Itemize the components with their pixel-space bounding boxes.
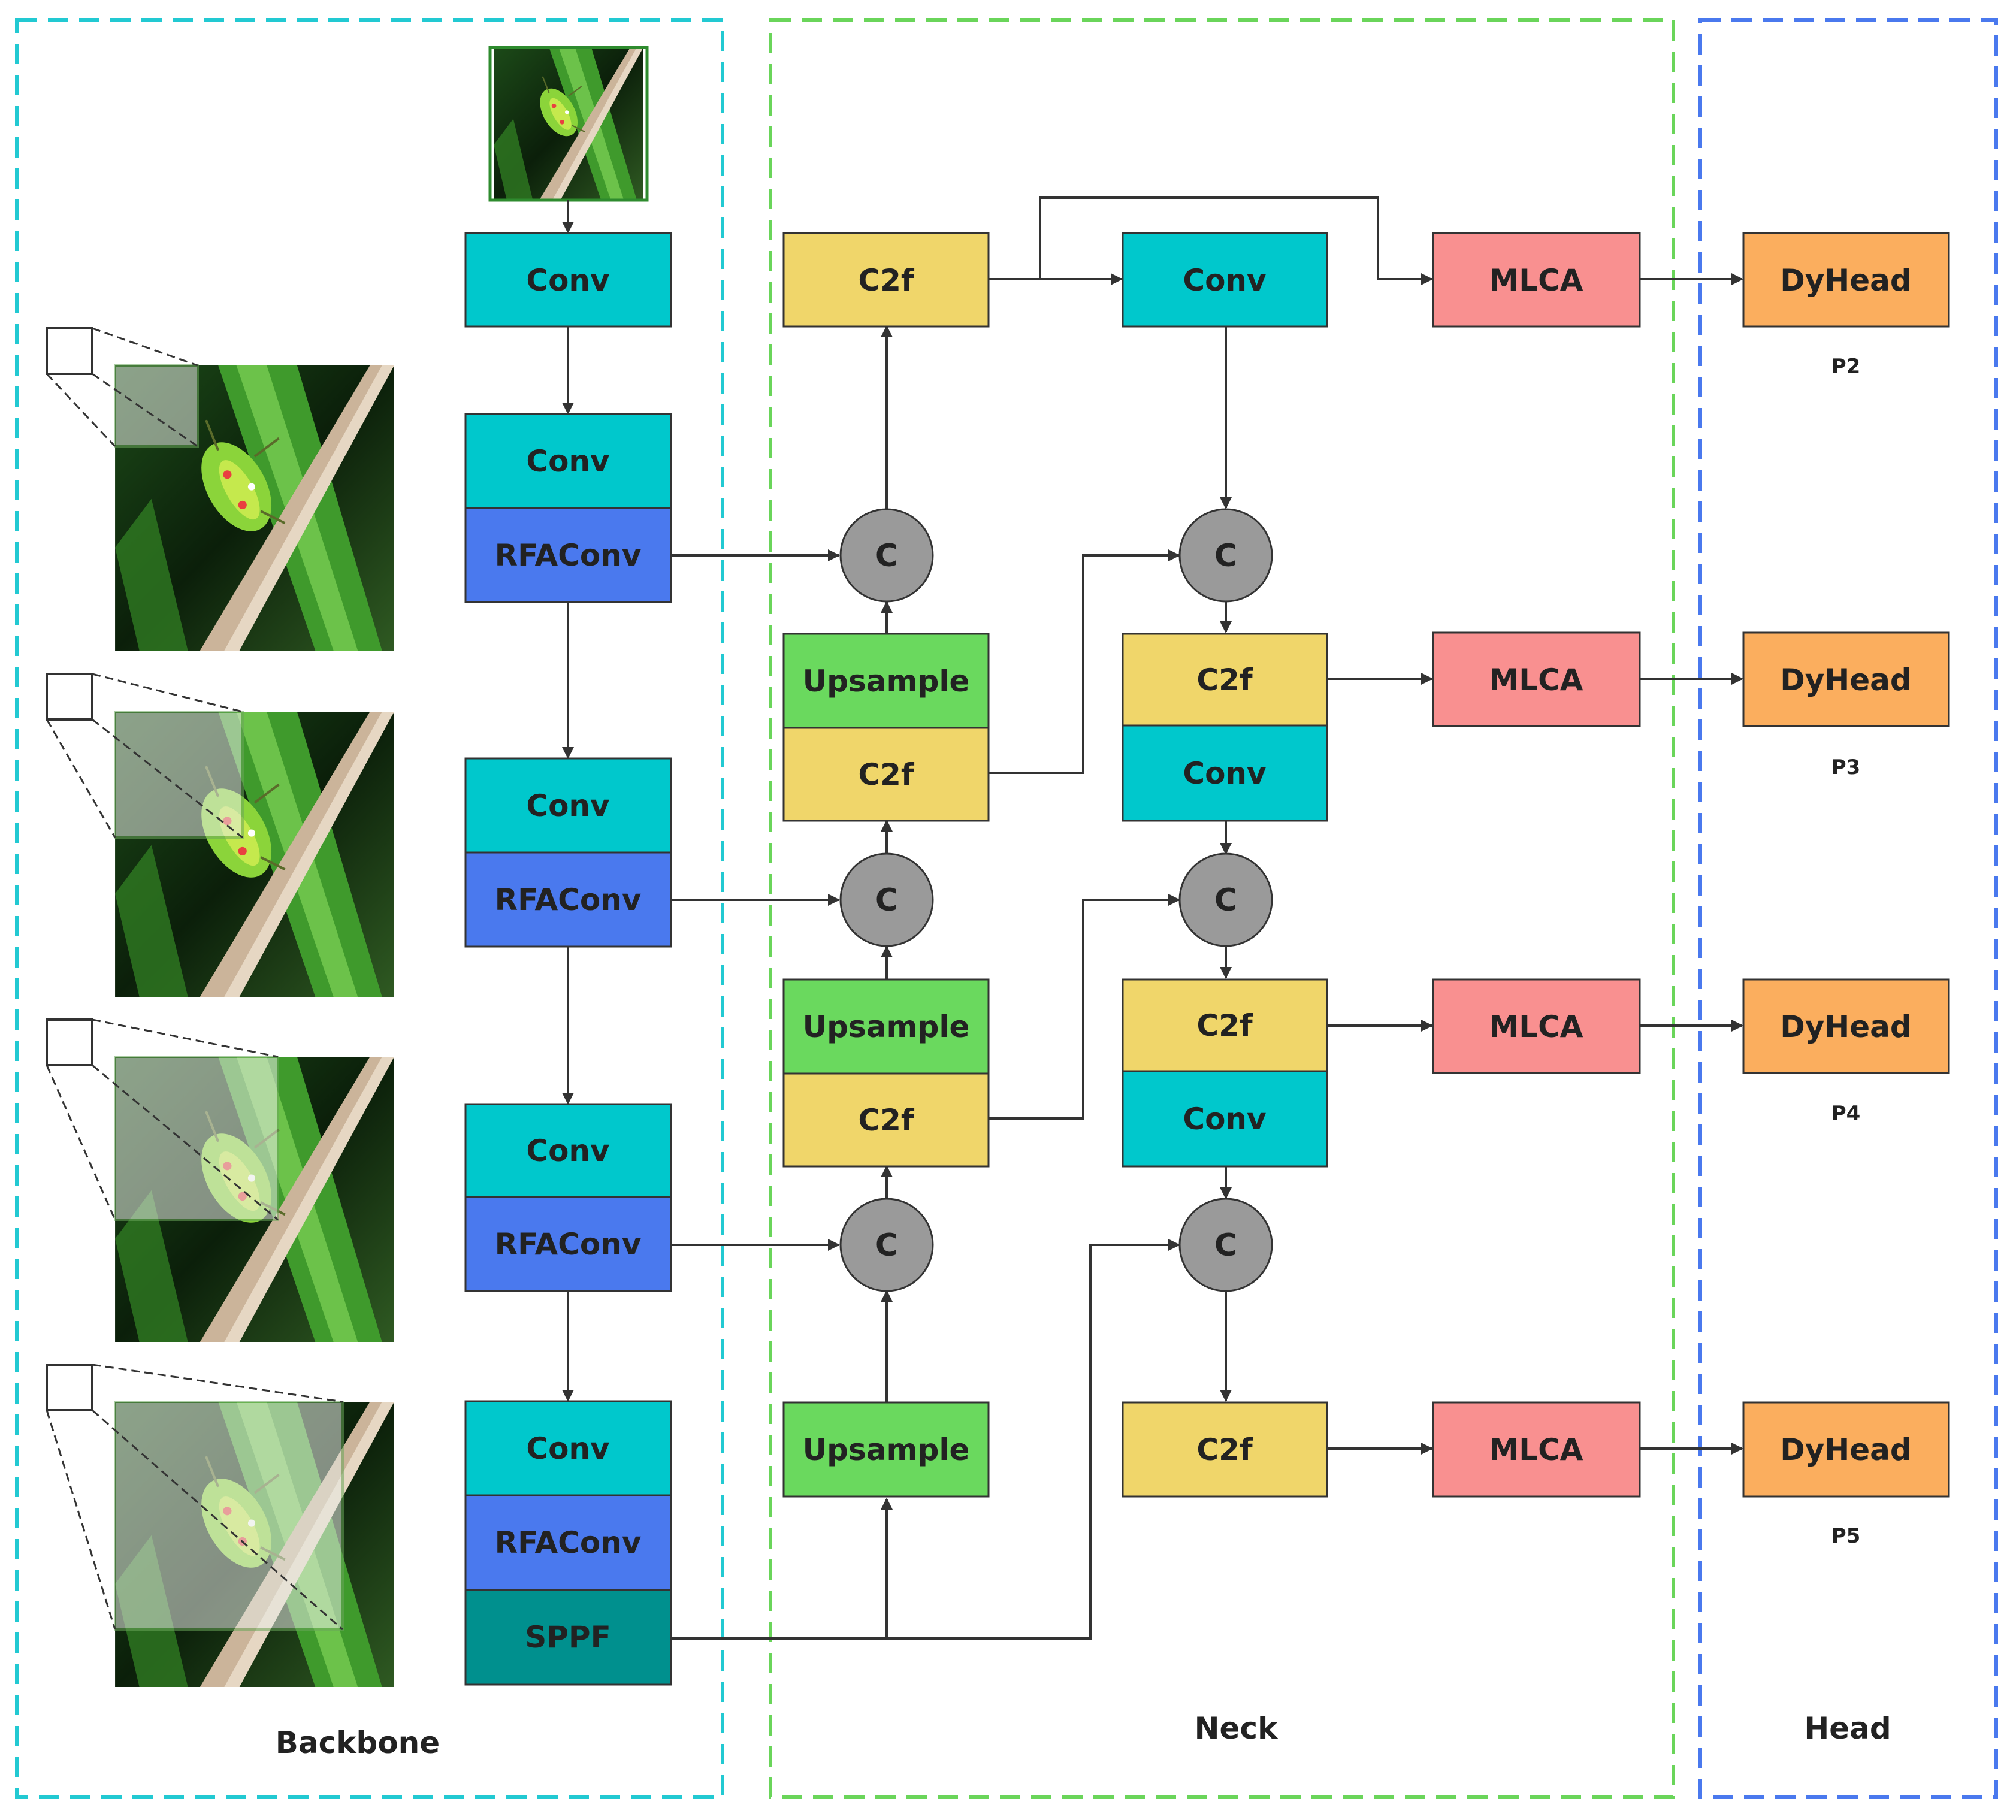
svg-text:Conv: Conv — [526, 263, 609, 298]
neck-upsample-3: Upsample — [782, 1401, 990, 1498]
svg-text:C: C — [875, 882, 898, 918]
p2-label: P2 — [1831, 355, 1861, 379]
svg-text:Upsample: Upsample — [803, 1009, 970, 1044]
backbone-rfaconv-2: RFAConv — [464, 507, 672, 603]
svg-text:RFAConv: RFAConv — [495, 1525, 642, 1560]
svg-text:DyHead: DyHead — [1780, 1009, 1911, 1044]
svg-text:C2f: C2f — [858, 263, 914, 298]
neck-c2f-top: C2f — [782, 232, 990, 328]
input-image — [488, 46, 649, 202]
backbone-rfaconv-3: RFAConv — [464, 851, 672, 948]
svg-text:Conv: Conv — [1183, 1102, 1266, 1136]
svg-text:DyHead: DyHead — [1780, 1432, 1911, 1467]
backbone-sppf: SPPF — [464, 1589, 672, 1686]
concat-right-1: C — [1178, 508, 1273, 603]
neck-conv-right-2: Conv — [1122, 1070, 1328, 1168]
backbone-conv-4: Conv — [464, 1103, 672, 1198]
mlca-4: MLCA — [1432, 1401, 1641, 1498]
neck-c2f-right-1: C2f — [1122, 633, 1328, 727]
svg-text:Upsample: Upsample — [803, 664, 970, 699]
svg-text:SPPF: SPPF — [525, 1620, 610, 1655]
backbone-label: Backbone — [276, 1725, 440, 1760]
receptive-field-1 — [46, 327, 394, 651]
dyhead-p3: DyHead — [1742, 631, 1950, 727]
neck-c2f-right-3: C2f — [1122, 1401, 1328, 1498]
backbone-rfaconv-4: RFAConv — [464, 1196, 672, 1292]
connectors — [562, 196, 1743, 1640]
neck-conv-right-1: Conv — [1122, 724, 1328, 822]
concat-right-3: C — [1178, 1198, 1273, 1292]
head-label: Head — [1804, 1711, 1891, 1746]
svg-text:DyHead: DyHead — [1780, 663, 1911, 697]
backbone-section — [15, 18, 724, 1799]
svg-text:C: C — [1214, 1228, 1237, 1263]
svg-text:Conv: Conv — [526, 788, 609, 823]
concat-left-2: C — [839, 852, 934, 947]
mlca-3: MLCA — [1432, 978, 1641, 1074]
receptive-field-3 — [46, 1018, 394, 1342]
svg-text:MLCA: MLCA — [1489, 1432, 1583, 1467]
backbone-conv-5: Conv — [464, 1400, 672, 1496]
backbone-conv-1: Conv — [464, 232, 672, 328]
head-section — [1698, 18, 1998, 1799]
svg-text:RFAConv: RFAConv — [495, 538, 642, 573]
neck-c2f-1: C2f — [782, 727, 990, 822]
svg-text:C: C — [1214, 538, 1237, 574]
svg-text:MLCA: MLCA — [1489, 263, 1583, 298]
svg-text:C2f: C2f — [1196, 1432, 1253, 1467]
svg-text:RFAConv: RFAConv — [495, 1227, 642, 1262]
neck-c2f-right-2: C2f — [1122, 978, 1328, 1072]
svg-text:Conv: Conv — [526, 1431, 609, 1466]
p5-label: P5 — [1831, 1524, 1861, 1548]
backbone-conv-2: Conv — [464, 413, 672, 509]
backbone-rfaconv-5: RFAConv — [464, 1494, 672, 1591]
mlca-2: MLCA — [1432, 631, 1641, 727]
dyhead-p5: DyHead — [1742, 1401, 1950, 1498]
dyhead-p2: DyHead — [1742, 232, 1950, 328]
neck-upsample-1: Upsample — [782, 633, 990, 729]
concat-left-3: C — [839, 1198, 934, 1292]
svg-text:Conv: Conv — [1183, 263, 1266, 298]
svg-text:C: C — [875, 1228, 898, 1263]
svg-text:Upsample: Upsample — [803, 1432, 970, 1467]
receptive-field-2 — [46, 673, 394, 997]
svg-text:DyHead: DyHead — [1780, 263, 1911, 298]
svg-text:Conv: Conv — [1183, 756, 1266, 791]
p4-label: P4 — [1831, 1102, 1861, 1126]
mlca-1: MLCA — [1432, 232, 1641, 328]
backbone-conv-3: Conv — [464, 757, 672, 854]
svg-text:MLCA: MLCA — [1489, 1009, 1583, 1044]
p3-label: P3 — [1831, 755, 1861, 779]
svg-text:C: C — [875, 538, 898, 574]
neck-upsample-2: Upsample — [782, 978, 990, 1075]
neck-c2f-2: C2f — [782, 1072, 990, 1168]
svg-text:C2f: C2f — [858, 1103, 914, 1138]
neck-conv-top: Conv — [1122, 232, 1328, 328]
svg-text:C: C — [1214, 882, 1237, 918]
concat-right-2: C — [1178, 852, 1273, 947]
svg-text:C2f: C2f — [1196, 663, 1253, 697]
svg-text:C2f: C2f — [858, 757, 914, 792]
receptive-field-4 — [46, 1364, 394, 1687]
dyhead-p4: DyHead — [1742, 978, 1950, 1074]
svg-text:RFAConv: RFAConv — [495, 882, 642, 917]
svg-text:C2f: C2f — [1196, 1008, 1253, 1043]
svg-text:Conv: Conv — [526, 1133, 609, 1168]
svg-text:Conv: Conv — [526, 444, 609, 479]
neck-label: Neck — [1195, 1711, 1278, 1746]
concat-left-1: C — [839, 508, 934, 603]
neck-section — [769, 18, 1675, 1799]
svg-text:MLCA: MLCA — [1489, 663, 1583, 697]
